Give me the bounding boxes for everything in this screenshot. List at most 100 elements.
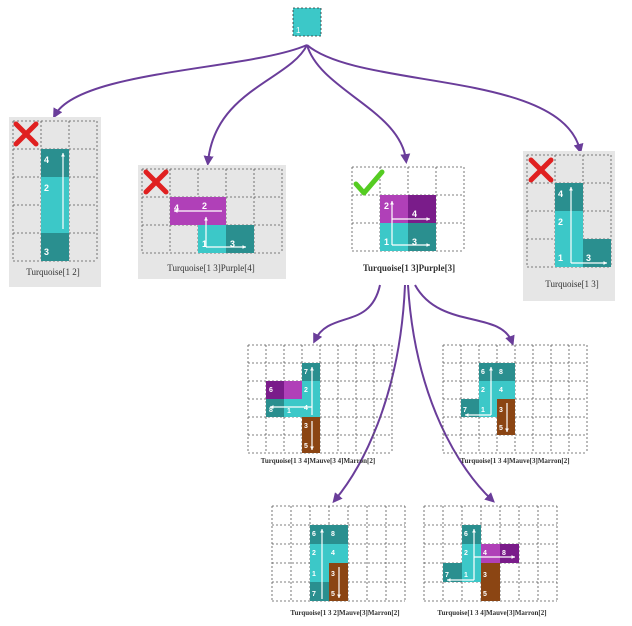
cell-number: 5 [483, 591, 487, 598]
cell-number: 2 [44, 183, 49, 193]
tree-edge-arrow [53, 44, 308, 119]
piece-cell [310, 582, 329, 601]
piece-cell [555, 211, 583, 239]
reject-x-icon [13, 121, 39, 147]
root-node: 1 [292, 7, 322, 37]
cell-number: 7 [304, 369, 308, 376]
piece-cell [555, 183, 583, 211]
piece-cell [481, 563, 500, 582]
piece-cell [41, 233, 69, 261]
move-arrowhead [390, 201, 394, 205]
cell-number: 2 [304, 387, 308, 394]
move-arrowhead [505, 428, 509, 432]
piece-cell [284, 399, 302, 417]
cell-number: 4 [558, 189, 563, 199]
piece-cell [479, 363, 497, 381]
cell-number: 1 [558, 253, 563, 263]
piece-cell [198, 225, 226, 253]
cell-number: 4 [174, 203, 179, 213]
cell-number: 8 [502, 550, 506, 557]
cell-number: 3 [483, 572, 487, 579]
move-arrowhead [270, 405, 274, 409]
cell-number: 2 [481, 387, 485, 394]
move-arrowhead [320, 529, 324, 533]
cell-number: 4 [44, 155, 49, 165]
board-caption: Turquoise[1 3]Purple[3] [363, 263, 455, 273]
cell-number: 6 [312, 531, 316, 538]
piece-cell [266, 381, 284, 399]
root-number: 1 [296, 26, 301, 35]
cell-number: 3 [230, 239, 235, 249]
move-arrowhead [426, 217, 430, 221]
board-caption: Turquoise[1 3 4]Mauve[3]Marron[2] [437, 609, 546, 617]
cell-number: 8 [269, 407, 273, 414]
cell-number: 5 [304, 443, 308, 450]
cell-number: 3 [331, 571, 335, 578]
cell-number: 5 [331, 591, 335, 598]
move-arrowhead [465, 413, 469, 417]
move-arrowhead [426, 243, 430, 247]
tree-edge-arrow [414, 284, 515, 346]
cell-number: 7 [445, 572, 449, 579]
piece-cell [479, 381, 497, 399]
cell-number: 8 [331, 531, 335, 538]
cell-number: 8 [499, 369, 503, 376]
board-caption: Turquoise[1 3 2]Mauve[3]Marron[2] [290, 609, 399, 617]
piece-cell [310, 563, 329, 582]
tree-edge-arrow [313, 284, 381, 344]
piece-cell [41, 149, 69, 177]
cell-number: 2 [384, 201, 389, 211]
cell-number: 7 [463, 407, 467, 414]
cell-number: 3 [44, 247, 49, 257]
piece-cell [310, 525, 329, 544]
piece-cell [284, 381, 302, 399]
cell-number: 5 [499, 425, 503, 432]
piece-cell [226, 225, 254, 253]
piece-cell [302, 417, 320, 435]
tree-edge-arrow [332, 284, 406, 504]
piece-cell [481, 544, 500, 563]
piece-cell [497, 381, 515, 399]
board-caption: Turquoise[1 3 4]Mauve[3]Marron[2] [460, 457, 569, 465]
cell-number: 1 [464, 572, 468, 579]
piece-cell [462, 544, 481, 563]
cell-number: 1 [202, 239, 207, 249]
move-arrowhead [204, 217, 208, 221]
piece-cell [443, 563, 462, 582]
move-arrowhead [472, 529, 476, 533]
move-arrowhead [310, 367, 314, 371]
piece-cell [497, 399, 515, 417]
cell-number: 3 [304, 423, 308, 430]
cell-number: 1 [481, 407, 485, 414]
tree-edge-arrow [306, 44, 584, 154]
cell-number: 1 [384, 237, 389, 247]
cell-number: 2 [312, 550, 316, 557]
piece-cell [380, 223, 408, 251]
piece-cell [497, 363, 515, 381]
move-arrowhead [603, 261, 607, 265]
piece-cell [302, 381, 320, 399]
move-arrowhead [337, 594, 341, 598]
tree-edge-arrow [203, 44, 308, 166]
tree-edge-arrow [306, 44, 411, 164]
cell-number: 4 [331, 550, 335, 557]
cell-number: 3 [499, 407, 503, 414]
cell-number: 4 [499, 387, 503, 394]
cell-number: 3 [412, 237, 417, 247]
cell-number: 4 [483, 550, 487, 557]
piece-cell [302, 399, 320, 417]
tree-edges [53, 44, 584, 504]
piece-cell [583, 239, 611, 267]
piece-cell [266, 399, 284, 417]
cell-number: 1 [287, 408, 291, 415]
piece-cell [380, 195, 408, 223]
cell-number: 4 [304, 405, 308, 412]
cell-number: 6 [481, 369, 485, 376]
piece-cell [408, 195, 436, 223]
